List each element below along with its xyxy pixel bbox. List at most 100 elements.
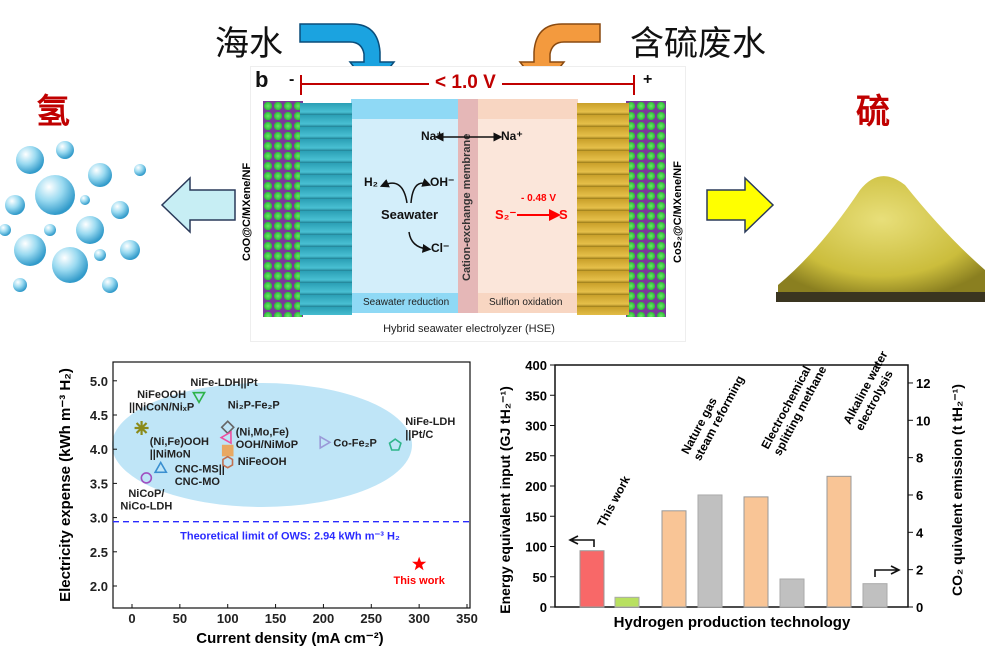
bubble	[76, 216, 104, 244]
y-tick-label: 2.5	[90, 545, 108, 560]
point-label-line: NiFeOOH	[137, 389, 186, 401]
category-label: Electrochemicalsplitting methane	[758, 357, 829, 458]
point-label: CNC-MS||CNC-MO	[175, 464, 225, 489]
sodium-ion-left: Na⁺	[421, 129, 443, 143]
plot-frame	[112, 361, 471, 609]
triangle-down-marker	[192, 391, 206, 404]
bubble	[88, 163, 112, 187]
left-axis-arrow-icon	[568, 535, 595, 547]
data-point: CNC-MS||CNC-MO	[175, 444, 234, 489]
data-point: (Ni,Fe)OOH||NiMoN	[150, 436, 209, 474]
category-label: Nature gassteam reforming	[678, 367, 747, 463]
point-label: NiFeOOH||NiCoN/NiₓP	[129, 389, 194, 414]
point-label-line: NiCoP/	[128, 488, 164, 500]
voltage-tick-right	[633, 75, 635, 95]
data-point: (Ni,Mo,Fe)OOH/NiMoP	[219, 427, 298, 452]
bubble	[52, 247, 88, 283]
category-label: Alkaline waterelectrolysis	[840, 350, 903, 433]
bubble	[56, 141, 74, 159]
seawater-reactant: Seawater	[381, 207, 439, 222]
y-axis-label: Electricity expense (kWh m⁻³ H₂)	[57, 368, 74, 602]
circle-marker	[140, 472, 153, 484]
negative-terminal: -	[289, 71, 295, 88]
chloride-product: Cl⁻	[431, 241, 450, 255]
x-axis-label: Hydrogen production technology	[614, 614, 851, 631]
sulfide-wastewater-label: 含硫废水	[630, 24, 766, 64]
voltage-label: < 1.0 V	[429, 72, 502, 94]
cathode-catalyst	[300, 103, 352, 315]
point-label: (Ni,Mo,Fe)OOH/NiMoP	[236, 427, 298, 452]
point-label: NiFe-LDH||Pt/C	[405, 416, 455, 441]
y-tick-label: 3.0	[90, 511, 108, 526]
point-label-line: NiFe-LDH	[405, 416, 455, 428]
data-point: NiFe-LDH||Pt/C	[388, 416, 455, 451]
data-point: This work	[393, 556, 446, 587]
triangle-right-marker	[319, 435, 332, 450]
point-label-line: CNC-MO	[175, 476, 221, 488]
y-right-tick-label: 6	[916, 488, 923, 503]
left-nickel-foam	[263, 101, 303, 317]
data-point: NiFe-LDH||Pt	[190, 377, 258, 404]
anode-catalyst	[577, 103, 629, 315]
point-label-line: CNC-MS||	[175, 464, 225, 476]
sulfur-product: S	[559, 207, 568, 222]
emission-bar	[697, 494, 723, 608]
sulfur-powder-icon	[776, 140, 985, 302]
y-tick-label: 50	[533, 570, 547, 585]
point-label: Co-Fe₂P	[333, 437, 376, 449]
anode-chamber-top	[478, 99, 578, 119]
sulfur-label: 硫	[856, 92, 890, 132]
emission-bar	[862, 583, 888, 608]
y-tick-label: 0	[540, 600, 547, 615]
energy-bar	[661, 510, 687, 608]
x-tick-label: 0	[128, 611, 135, 626]
positive-terminal: +	[643, 71, 653, 88]
oxidation-potential: - 0.48 V	[521, 193, 557, 204]
bubble	[94, 249, 106, 261]
x-axis-label: Current density (mA cm⁻²)	[196, 630, 383, 647]
y-tick-label: 300	[525, 419, 547, 434]
y-tick-label: 400	[525, 358, 547, 373]
sulfur-output-arrow	[706, 176, 775, 234]
bubble	[120, 240, 140, 260]
right-chamber-label: Sulfion oxidation	[489, 297, 563, 308]
data-point: NiFeOOH	[222, 455, 287, 469]
emission-bar	[779, 578, 805, 608]
membrane	[458, 99, 478, 313]
x-tick-label: 250	[360, 611, 382, 626]
bubble	[16, 146, 44, 174]
left-chamber-label: Seawater reduction	[363, 297, 450, 308]
point-label: This work	[393, 575, 445, 587]
diagram-caption: Hybrid seawater electrolyzer (HSE)	[383, 323, 555, 335]
highlight-ellipse	[112, 383, 412, 507]
y-tick-label: 200	[525, 479, 547, 494]
bubble	[102, 277, 118, 293]
bubble	[13, 278, 27, 292]
pentagon-marker	[388, 438, 402, 451]
star-marker	[412, 556, 427, 571]
x-tick-label: 50	[173, 611, 187, 626]
triangle-left-marker	[219, 430, 232, 445]
y-right-tick-label: 0	[916, 600, 923, 615]
point-label-line: OOH/NiMoP	[236, 439, 298, 451]
right-axis-arrow-icon	[874, 565, 901, 577]
bubble	[44, 224, 56, 236]
hydroxide-product: OH⁻	[430, 175, 455, 189]
y-right-axis-label: CO₂ quivalent emission (t tH₂⁻¹)	[949, 384, 965, 596]
hydrogen-bubbles-icon	[0, 141, 146, 293]
y-right-tick-label: 8	[916, 451, 923, 466]
point-label-line: (Ni,Mo,Fe)	[236, 427, 289, 439]
data-point: Co-Fe₂P	[319, 435, 377, 450]
y-right-tick-label: 10	[916, 413, 930, 428]
y-axis-label: Energy equivalent input (GJ tH₂⁻¹)	[497, 386, 513, 614]
bubble	[0, 224, 11, 236]
point-label: Ni₂P-Fe₂P	[228, 399, 280, 411]
point-label-line: (Ni,Fe)OOH	[150, 436, 209, 448]
energy-bar	[579, 550, 605, 608]
right-nickel-foam	[626, 101, 666, 317]
bubble	[111, 201, 129, 219]
square-marker	[221, 444, 234, 457]
x-tick-label: 200	[313, 611, 335, 626]
emission-bar	[614, 596, 640, 608]
